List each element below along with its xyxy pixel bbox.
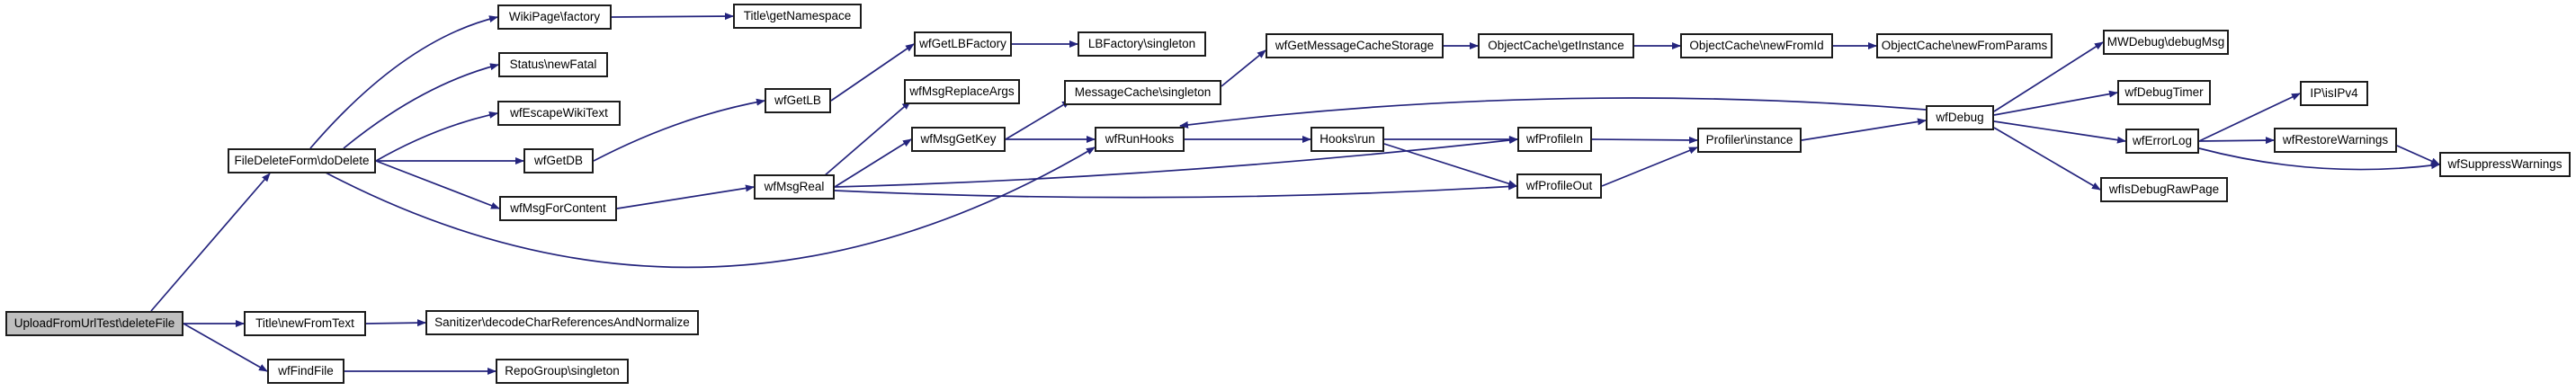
node-wf-get-lb-factory[interactable]: wfGetLBFactory <box>914 31 1012 57</box>
node-status-new-fatal[interactable]: Status\newFatal <box>498 52 608 77</box>
edge-wfErrorLog-to-ipIsIPv4 <box>2198 93 2301 142</box>
node-wf-msg-replace-args[interactable]: wfMsgReplaceArgs <box>904 79 1020 104</box>
edge-wfErrorLog-to-wfSuppressWarnings <box>2198 147 2440 171</box>
node-mw-debug-debug-msg[interactable]: MWDebug\debugMsg <box>2103 30 2229 55</box>
edge-wfDebug-to-wfDebugTimer <box>1993 90 2118 116</box>
edge-profilerInstance-to-wfDebug <box>1801 118 1927 141</box>
node-object-cache-get-instance[interactable]: ObjectCache\getInstance <box>1478 33 1634 58</box>
edge-wfRestoreWarnings-to-wfSuppressWarnings <box>2396 145 2440 165</box>
edge-doDelete-to-wfRunHooks <box>325 147 1096 269</box>
edge-wfErrorLog-to-wfRestoreWarnings <box>2198 137 2275 145</box>
edge-wfDebug-to-wfRunHooks <box>1179 97 1927 129</box>
edge-wfDebug-to-mwDebugDebugMsg <box>1993 41 2104 112</box>
node-wf-debug-timer[interactable]: wfDebugTimer <box>2117 80 2211 105</box>
node-lb-factory-singleton[interactable]: LBFactory\singleton <box>1078 31 1206 57</box>
node-title-new-from-text[interactable]: Title\newFromText <box>244 311 366 336</box>
node-wf-get-db[interactable]: wfGetDB <box>523 148 594 173</box>
edge-doDelete-to-wfMsgForContent <box>375 160 500 209</box>
node-wf-restore-warnings[interactable]: wfRestoreWarnings <box>2274 128 2397 153</box>
node-wf-suppress-warnings[interactable]: wfSuppressWarnings <box>2439 152 2571 177</box>
node-ip-is-ipv4[interactable]: IP\isIPv4 <box>2300 81 2368 106</box>
node-repo-group-singleton[interactable]: RepoGroup\singleton <box>496 359 629 384</box>
node-wikipage-factory[interactable]: WikiPage\factory <box>497 4 612 30</box>
node-wf-msg-for-content[interactable]: wfMsgForContent <box>499 196 617 221</box>
edge-wfMsgReal-to-wfProfileOut <box>834 182 1517 199</box>
edge-doDelete-to-wfEscapeWikiText <box>375 111 498 162</box>
edge-wfGetLB-to-wfGetLBFactory <box>830 43 915 102</box>
node-file-delete-form-do-delete[interactable]: FileDeleteForm\doDelete <box>228 148 376 173</box>
edge-doDelete-to-statusNewFatal <box>343 63 499 149</box>
node-wf-msg-get-key[interactable]: wfMsgGetKey <box>911 127 1006 152</box>
node-wf-find-file[interactable]: wfFindFile <box>267 359 344 384</box>
edge-wfMsgReal-to-wfMsgReplaceArgs <box>823 101 911 177</box>
edge-wfGetDB-to-wfGetLB <box>593 98 765 162</box>
edge-deleteFile-to-doDelete <box>150 173 271 312</box>
edge-wfMsgForContent-to-wfMsgReal <box>616 184 755 209</box>
edge-deleteFile-to-wfFindFile <box>183 323 268 372</box>
node-wf-debug[interactable]: wfDebug <box>1926 105 1994 130</box>
edge-wfDebug-to-wfIsDebugRawPage <box>1993 127 2101 191</box>
node-wf-profile-out[interactable]: wfProfileOut <box>1516 173 1602 199</box>
node-wf-get-message-cache-storage[interactable]: wfGetMessageCacheStorage <box>1266 33 1444 58</box>
node-message-cache-singleton[interactable]: MessageCache\singleton <box>1064 80 1221 105</box>
edge-messageCacheSingleton-to-wfGetMessageCacheStorage <box>1221 49 1266 87</box>
edge-wfProfileIn-to-profilerInstance <box>1591 136 1698 144</box>
edge-wfDebug-to-wfErrorLog <box>1993 120 2126 144</box>
node-title-get-namespace[interactable]: Title\getNamespace <box>733 4 862 29</box>
node-profiler-instance[interactable]: Profiler\instance <box>1697 128 1802 153</box>
edge-titleNewFromText-to-sanitizerDecode <box>365 319 426 327</box>
edge-wfMsgReal-to-wfProfileIn <box>834 137 1518 188</box>
node-object-cache-new-from-params[interactable]: ObjectCache\newFromParams <box>1876 33 2053 58</box>
node-hooks-run[interactable]: Hooks\run <box>1310 127 1384 152</box>
node-wf-run-hooks[interactable]: wfRunHooks <box>1095 127 1185 152</box>
edge-wfMsgReal-to-wfMsgGetKey <box>834 138 912 188</box>
edge-wfProfileOut-to-profilerInstance <box>1601 147 1698 187</box>
node-upload-from-url-test-delete-file[interactable]: UploadFromUrlTest\deleteFile <box>5 311 183 336</box>
edge-wikiPageFactory-to-titleGetNamespace <box>611 13 734 21</box>
node-wf-error-log[interactable]: wfErrorLog <box>2125 129 2199 154</box>
edge-doDelete-to-wikiPageFactory <box>309 15 498 149</box>
node-wf-msg-real[interactable]: wfMsgReal <box>754 174 835 200</box>
edge-hooksRun-to-wfProfileOut <box>1383 143 1517 188</box>
node-wf-get-lb[interactable]: wfGetLB <box>765 88 831 113</box>
node-wf-escape-wiki-text[interactable]: wfEscapeWikiText <box>497 101 621 126</box>
node-object-cache-new-from-id[interactable]: ObjectCache\newFromId <box>1680 33 1833 58</box>
node-sanitizer-decode-char-references-and-normalize[interactable]: Sanitizer\decodeCharReferencesAndNormali… <box>425 310 699 335</box>
node-wf-profile-in[interactable]: wfProfileIn <box>1517 127 1592 152</box>
node-wf-is-debug-raw-page[interactable]: wfIsDebugRawPage <box>2100 177 2228 202</box>
edge-wfMsgGetKey-to-messageCacheSingleton <box>1005 100 1071 140</box>
